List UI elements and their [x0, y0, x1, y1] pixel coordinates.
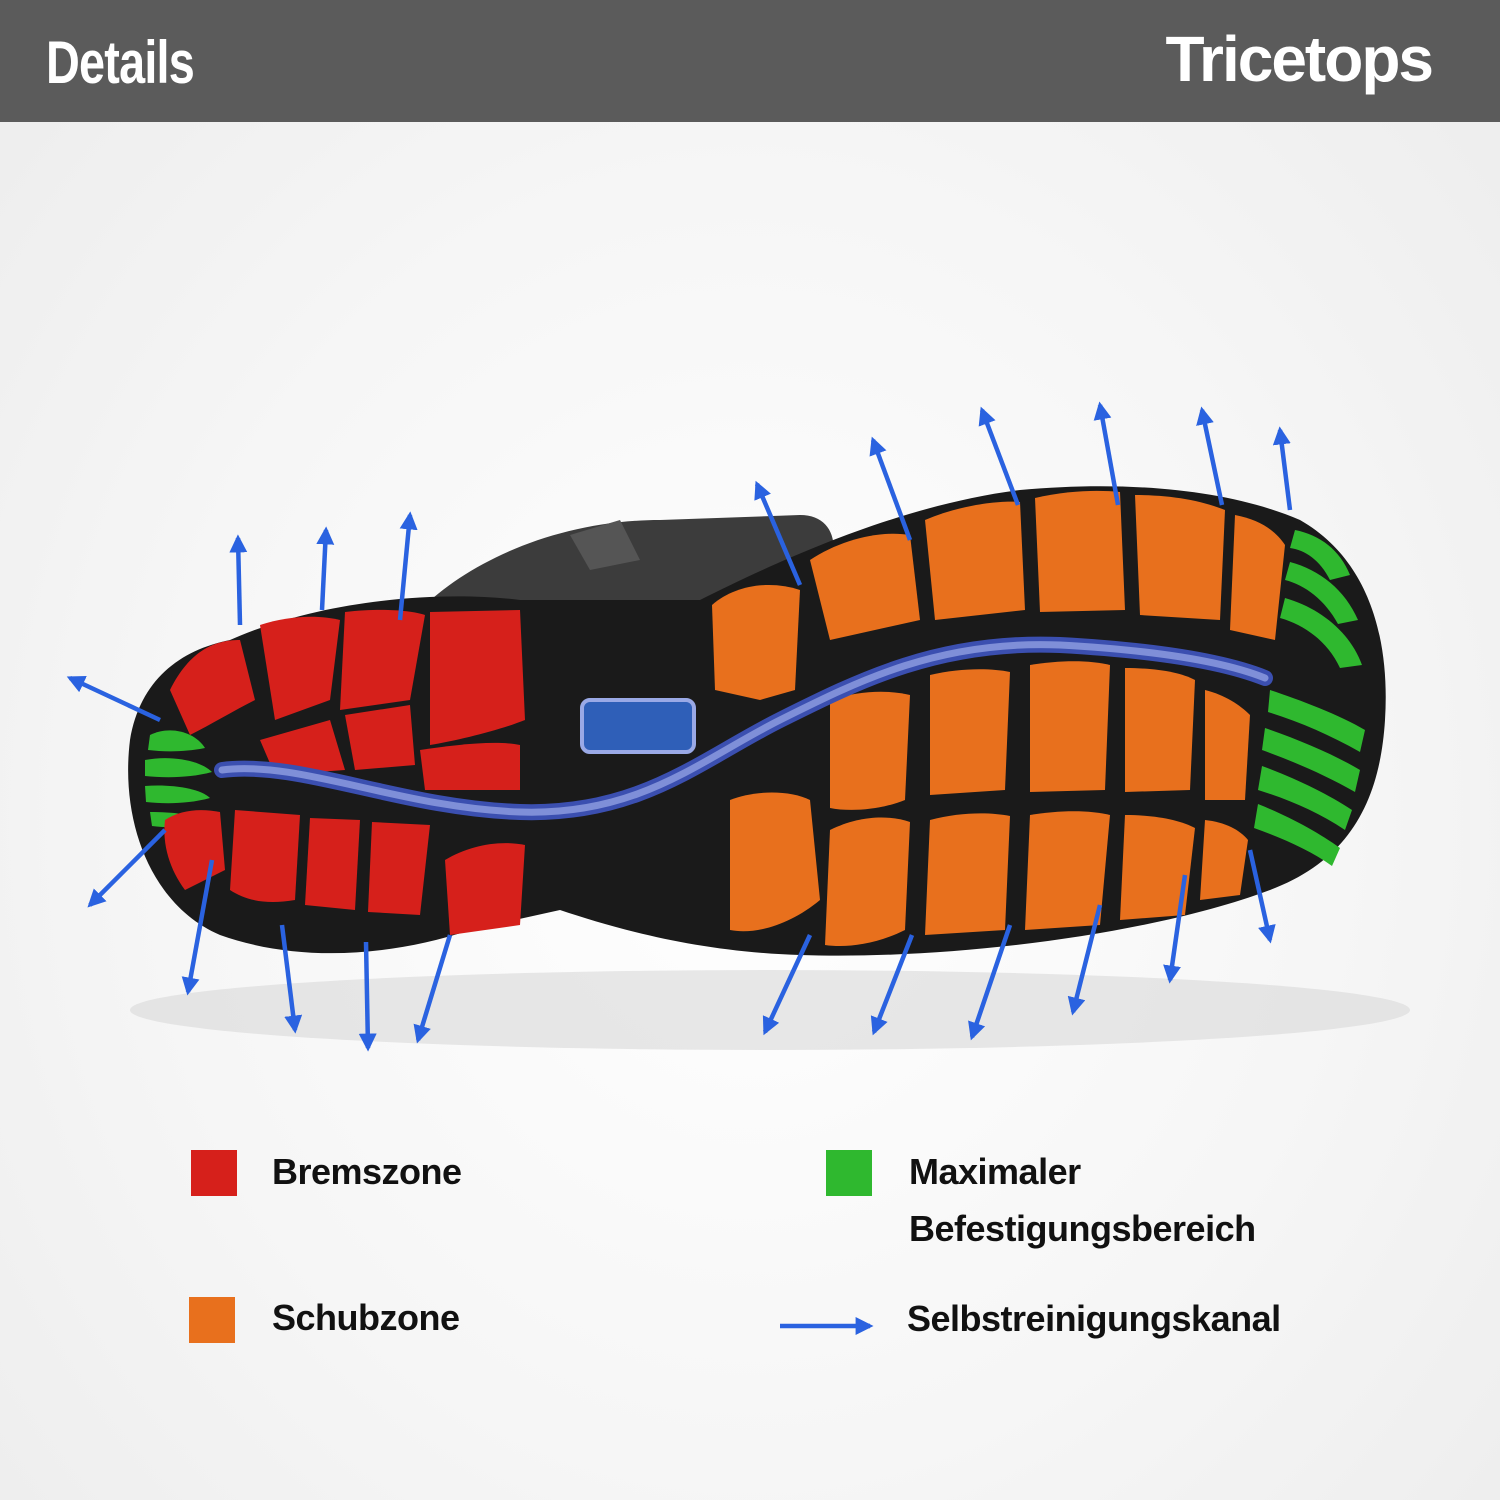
schubzone-label: Schubzone: [272, 1297, 460, 1338]
befestigung-swatch: [826, 1150, 872, 1196]
sole-badge: [580, 698, 696, 754]
kanal-label: Selbstreinigungskanal: [907, 1298, 1281, 1339]
central-channel-highlight: [218, 641, 1269, 816]
bremszone-lugs: [164, 609, 525, 935]
bremszone-swatch: [191, 1150, 237, 1196]
toe-befestigung-zone: [1254, 530, 1365, 866]
floor-shadow: [130, 970, 1410, 1050]
schubzone-lugs: [712, 490, 1285, 947]
brand-logo: Tricetops: [1165, 23, 1434, 95]
bremszone-label: Bremszone: [272, 1151, 462, 1192]
schubzone-swatch: [189, 1297, 235, 1343]
arrow-icon: [66, 401, 1293, 1052]
header-bar: Details Tricetops: [0, 0, 1500, 122]
page-title: Details: [46, 29, 195, 96]
befestigung-label-line2: Befestigungsbereich: [909, 1208, 1256, 1249]
shoe-strap: [570, 520, 640, 570]
befestigung-label-line1: Maximaler: [909, 1151, 1081, 1192]
